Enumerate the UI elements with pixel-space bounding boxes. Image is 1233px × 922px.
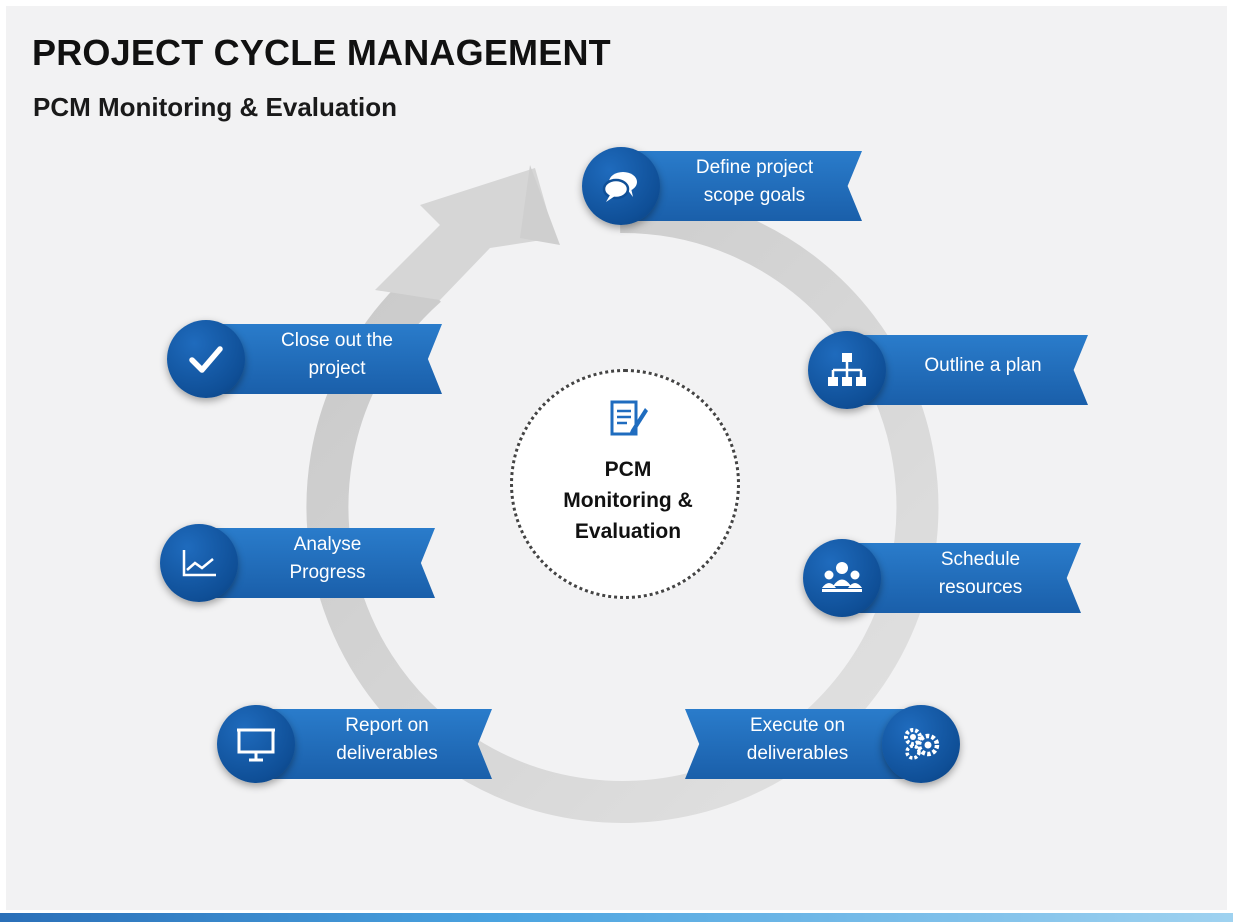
- checkmark-icon: [189, 346, 223, 373]
- org-chart-icon: [828, 353, 866, 386]
- gears-icon: [904, 728, 940, 760]
- line-chart-icon: [182, 550, 216, 577]
- center-circle: PCM Monitoring & Evaluation: [510, 369, 740, 599]
- presentation-screen-icon: [237, 728, 275, 762]
- step-icon-circle: [582, 147, 660, 225]
- step-ribbon: [207, 324, 442, 394]
- step-define-scope: Define project scope goals: [582, 147, 862, 225]
- people-group-icon: [822, 562, 862, 592]
- step-ribbon: [848, 335, 1088, 405]
- speech-bubbles-icon: [602, 172, 637, 202]
- step-icon-circle: [167, 320, 245, 398]
- step-report-deliverables: Report on deliverables: [217, 705, 492, 783]
- document-pen-icon: [610, 400, 648, 436]
- step-ribbon: [257, 709, 492, 779]
- step-icon-circle: [808, 331, 886, 409]
- step-label: Outline a plan: [924, 355, 1042, 376]
- step-analyse-progress: Analyse Progress: [160, 524, 435, 602]
- step-label: Analyse Progress: [289, 534, 366, 583]
- step-execute-deliverables: Execute on deliverables: [685, 705, 960, 783]
- step-outline-plan: Outline a plan: [808, 331, 1088, 409]
- page-subtitle: PCM Monitoring & Evaluation: [33, 92, 397, 122]
- step-label: Define project scope goals: [695, 157, 814, 206]
- step-ribbon: [622, 151, 862, 221]
- step-icon-circle: [160, 524, 238, 602]
- bottom-accent-bar: [0, 913, 1233, 922]
- step-label: Schedule resources: [938, 549, 1023, 598]
- step-label: Close out the project: [281, 330, 393, 379]
- step-label: Report on deliverables: [336, 715, 438, 764]
- step-icon-circle: [217, 705, 295, 783]
- step-icon-circle: [803, 539, 881, 617]
- step-ribbon: [200, 528, 435, 598]
- step-close-out-project: Close out the project: [167, 320, 442, 398]
- step-label: Execute on deliverables: [746, 715, 849, 764]
- page-title: PROJECT CYCLE MANAGEMENT: [32, 32, 611, 73]
- center-label: PCM Monitoring & Evaluation: [563, 458, 693, 543]
- step-icon-circle: [882, 705, 960, 783]
- step-ribbon: [843, 543, 1081, 613]
- step-schedule-resources: Schedule resources: [803, 539, 1081, 617]
